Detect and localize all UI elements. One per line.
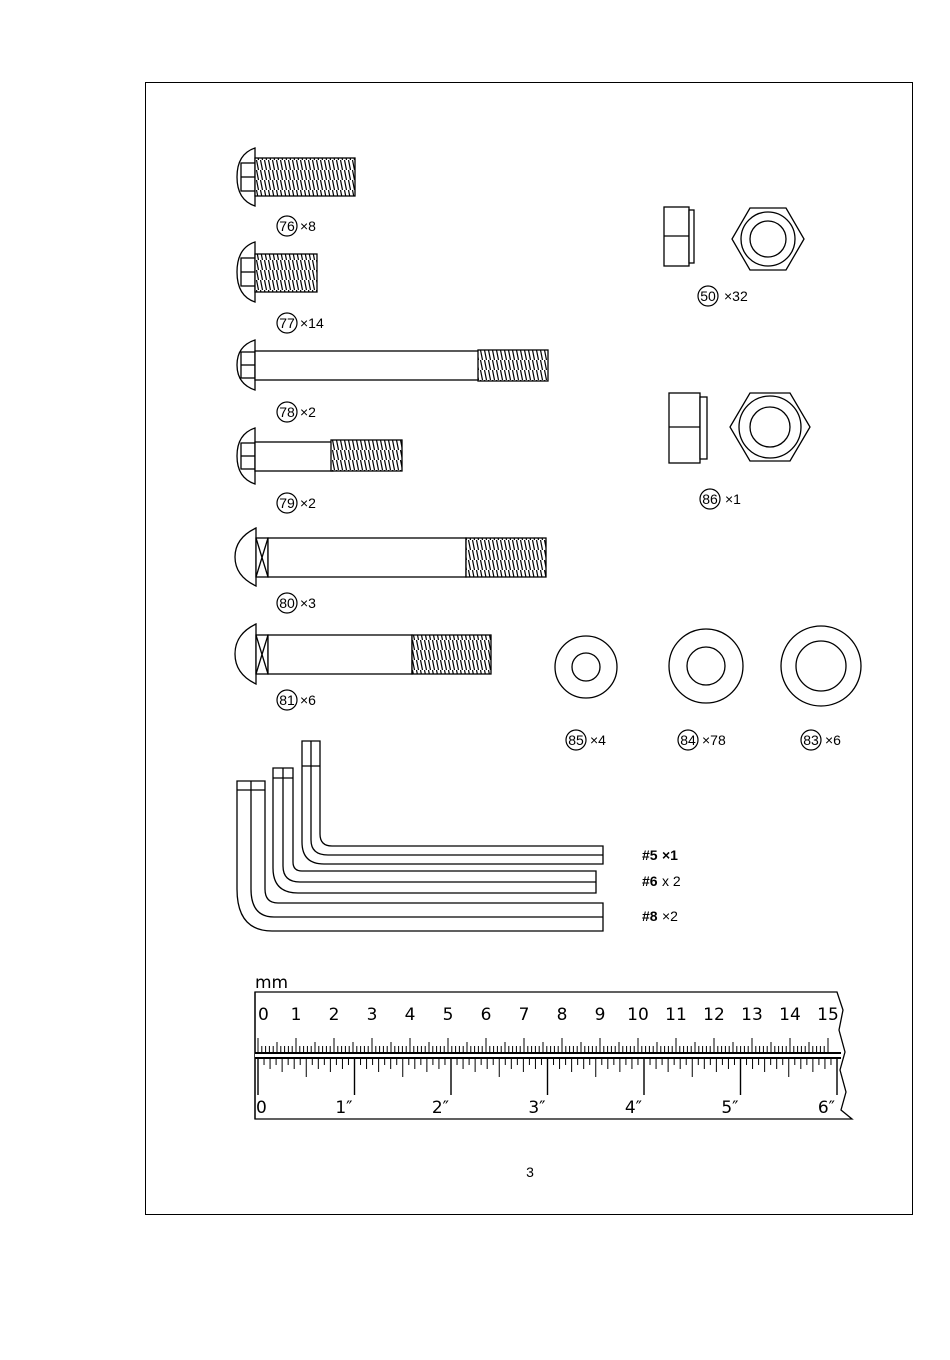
nut-50 (664, 207, 804, 270)
svg-text:×14: ×14 (300, 315, 324, 331)
washer-84 (669, 629, 743, 703)
svg-text:×32: ×32 (724, 288, 748, 304)
svg-text:×2: ×2 (300, 404, 316, 420)
mm-label: 13 (741, 1005, 763, 1025)
svg-text:#5: #5 (642, 847, 658, 863)
svg-text:×78: ×78 (702, 732, 726, 748)
inch-label: 3″ (528, 1098, 545, 1118)
mm-label: 1 (291, 1005, 302, 1025)
svg-text:50: 50 (700, 288, 716, 304)
mm-label: 8 (557, 1005, 568, 1025)
part-label-79: 79 ×2 (277, 493, 316, 513)
svg-text:85: 85 (568, 732, 584, 748)
svg-text:86: 86 (702, 491, 718, 507)
mm-label: 14 (779, 1005, 801, 1025)
allen-keys (237, 741, 603, 931)
svg-text:80: 80 (279, 595, 295, 611)
svg-text:#6: #6 (642, 873, 658, 889)
svg-text:#8: #8 (642, 908, 658, 924)
mm-label: 0 (258, 1005, 269, 1025)
part-label-81: 81 ×6 (277, 690, 316, 710)
part-label-76: 76 ×8 (277, 216, 316, 236)
bolt-78 (237, 340, 548, 390)
part-label-84: 84 ×78 (678, 730, 726, 750)
mm-label: 6 (481, 1005, 492, 1025)
part-label-50: 50 ×32 (698, 286, 748, 306)
bolt-76 (237, 148, 355, 206)
inch-label: 4″ (625, 1098, 642, 1118)
svg-text:81: 81 (279, 692, 295, 708)
mm-label: 9 (595, 1005, 606, 1025)
svg-text:×3: ×3 (300, 595, 316, 611)
svg-text:×4: ×4 (590, 732, 606, 748)
svg-text:83: 83 (803, 732, 819, 748)
allen-key-label-5: #5 ×1 (642, 847, 678, 863)
mm-label: 4 (405, 1005, 416, 1025)
part-label-77: 77 ×14 (277, 313, 324, 333)
mm-label: 11 (665, 1005, 687, 1025)
inch-label: 1″ (335, 1098, 352, 1118)
washer-83 (781, 626, 861, 706)
mm-label: 7 (519, 1005, 530, 1025)
allen-key-label-8: #8 ×2 (642, 908, 678, 924)
inch-label: 2″ (432, 1098, 449, 1118)
mm-label: 12 (703, 1005, 725, 1025)
bolt-77 (237, 242, 317, 302)
inch-label: 0 (256, 1098, 267, 1118)
mm-label: 5 (443, 1005, 454, 1025)
part-label-83: 83 ×6 (801, 730, 841, 750)
svg-text:76: 76 (279, 218, 295, 234)
carriage-bolt-80 (235, 528, 546, 586)
svg-text:×2: ×2 (662, 908, 678, 924)
svg-text:×6: ×6 (825, 732, 841, 748)
svg-text:79: 79 (279, 495, 295, 511)
svg-text:×1: ×1 (662, 847, 678, 863)
svg-text:×6: ×6 (300, 692, 316, 708)
allen-key-label-6: #6 x 2 (642, 873, 681, 889)
part-label-86: 86 ×1 (700, 489, 741, 509)
carriage-bolt-81 (235, 624, 491, 684)
mm-label: 15 (817, 1005, 839, 1025)
ruler-unit-label: mm (255, 973, 288, 993)
part-label-85: 85 ×4 (566, 730, 606, 750)
washer-85 (555, 636, 617, 698)
inch-label: 5″ (721, 1098, 738, 1118)
mm-label: 2 (329, 1005, 340, 1025)
svg-text:84: 84 (680, 732, 696, 748)
page-number: 3 (526, 1164, 534, 1180)
inch-label: 6″ (818, 1098, 835, 1118)
mm-label: 10 (627, 1005, 649, 1025)
svg-text:78: 78 (279, 404, 295, 420)
svg-text:×1: ×1 (725, 491, 741, 507)
mm-label: 3 (367, 1005, 378, 1025)
part-label-80: 80 ×3 (277, 593, 316, 613)
svg-text:×2: ×2 (300, 495, 316, 511)
svg-text:x 2: x 2 (662, 873, 681, 889)
svg-text:×8: ×8 (300, 218, 316, 234)
nut-86 (669, 393, 810, 463)
part-label-78: 78 ×2 (277, 402, 316, 422)
bolt-79 (237, 428, 402, 484)
svg-text:77: 77 (279, 315, 295, 331)
